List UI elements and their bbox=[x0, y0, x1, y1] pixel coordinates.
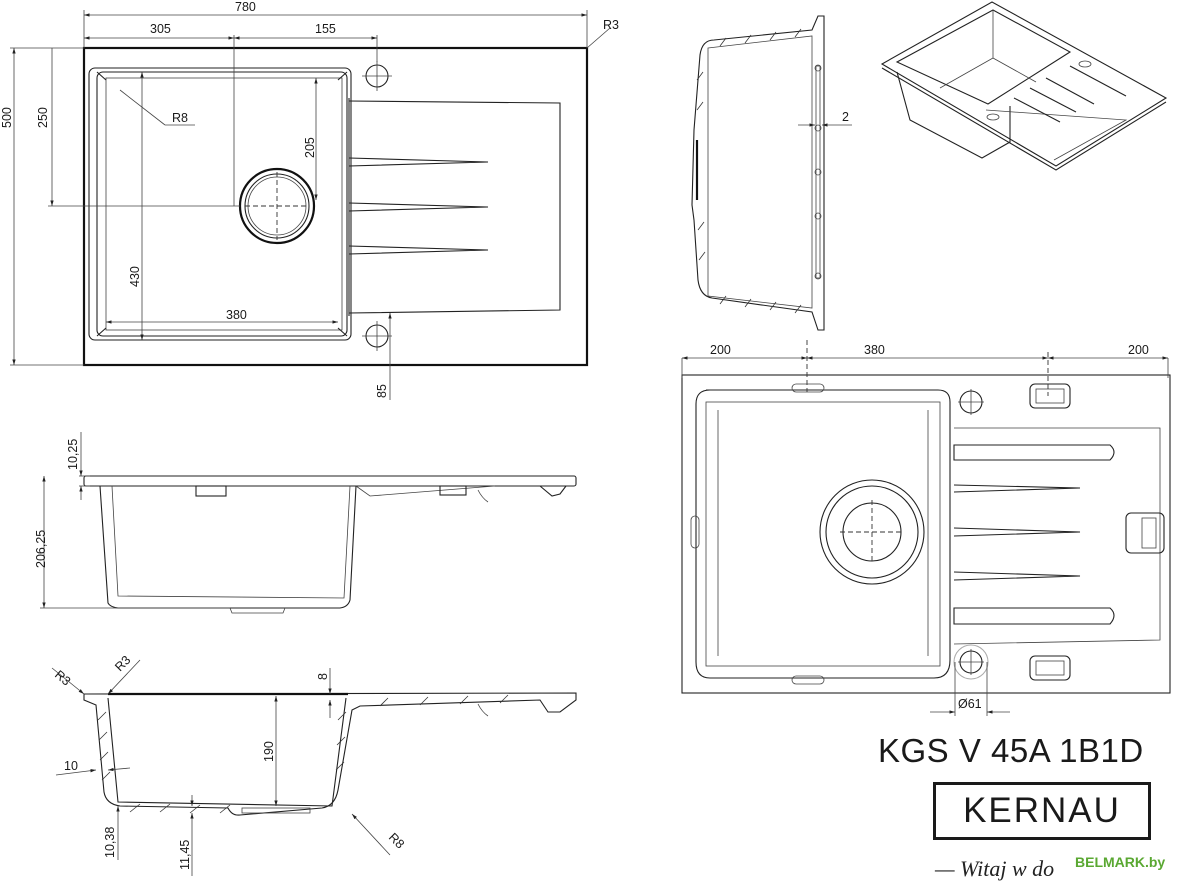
mounting-clip-icon bbox=[690, 515, 700, 549]
drain-groove bbox=[953, 444, 1115, 461]
dim-bowl-inner-depth: 430 bbox=[128, 266, 142, 287]
dim-rim-step: 8 bbox=[316, 673, 330, 680]
bottom-view: 200 380 200 Ø61 bbox=[681, 340, 1171, 716]
dim-total-height: 206,25 bbox=[34, 530, 48, 568]
tap-hole-icon bbox=[362, 61, 392, 91]
dim-bottom-radius: R8 bbox=[386, 830, 407, 851]
drain-icon bbox=[238, 167, 316, 245]
dim-tap-hole-offset: 155 bbox=[315, 22, 336, 36]
dim-wall-thickness: 10 bbox=[64, 759, 78, 773]
mounting-clip-icon bbox=[791, 675, 825, 685]
drainboard bbox=[348, 100, 561, 314]
drain-groove bbox=[348, 245, 489, 255]
sink-outline bbox=[82, 46, 589, 367]
dim-edge-radius-inner: R3 bbox=[112, 653, 133, 674]
watermark: BELMARK.by bbox=[1075, 854, 1166, 870]
dim-bottom-thickness-center: 11,45 bbox=[178, 840, 192, 870]
brand-name: KERNAU bbox=[963, 791, 1121, 830]
dim-overflow-offset: 85 bbox=[375, 384, 389, 398]
dim-drain-to-top: 205 bbox=[303, 137, 317, 158]
dim-middle-span: 380 bbox=[864, 343, 885, 357]
dim-drain-depth: 250 bbox=[36, 107, 50, 128]
dim-overall-width: 780 bbox=[235, 0, 256, 14]
bowl-rim bbox=[88, 67, 352, 341]
side-view: 10,25 206,25 bbox=[34, 432, 577, 614]
tap-hole-icon bbox=[958, 389, 984, 415]
dim-bowl-depth: 190 bbox=[262, 741, 276, 762]
isometric-view bbox=[880, 1, 1168, 171]
dim-deck-thickness: 10,25 bbox=[66, 439, 80, 470]
mounting-clip-icon bbox=[791, 383, 825, 393]
drain-groove bbox=[348, 157, 489, 167]
mounting-clip-icon bbox=[1029, 383, 1071, 409]
dim-tap-hole-diameter: Ø61 bbox=[958, 697, 982, 711]
dim-right-offset: 200 bbox=[1128, 343, 1149, 357]
tap-hole-icon bbox=[953, 644, 989, 680]
end-section: 2 bbox=[691, 15, 852, 331]
drain-groove bbox=[953, 484, 1081, 493]
tap-hole-icon bbox=[986, 113, 1000, 121]
mounting-clip-icon bbox=[1125, 512, 1165, 554]
tap-hole-icon bbox=[1078, 60, 1092, 68]
dim-bowl-radius: R8 bbox=[172, 111, 188, 125]
dim-bowl-center: 305 bbox=[150, 22, 171, 36]
drain-groove bbox=[953, 607, 1115, 625]
dim-clip-gap: 2 bbox=[842, 110, 849, 124]
mounting-clip-icon bbox=[1029, 655, 1071, 681]
brand-tagline: — Witaj w do bbox=[935, 856, 1055, 881]
dim-corner-radius: R3 bbox=[603, 18, 619, 32]
model-number: KGS V 45A 1B1D bbox=[878, 732, 1144, 769]
drain-groove bbox=[953, 527, 1081, 537]
top-view: 780 305 155 R3 500 250 R8 205 430 380 85 bbox=[0, 0, 619, 400]
dim-overall-depth: 500 bbox=[0, 107, 14, 128]
overflow-hole-icon bbox=[362, 321, 392, 351]
dim-left-offset: 200 bbox=[710, 343, 731, 357]
cross-section: R3 R3 8 190 10 10,38 11,45 R8 bbox=[51, 653, 577, 876]
dim-bowl-inner-width: 380 bbox=[226, 308, 247, 322]
brand-logo: KERNAU bbox=[933, 782, 1151, 840]
drain-groove bbox=[348, 202, 489, 212]
dim-bottom-thickness-left: 10,38 bbox=[103, 827, 117, 858]
drain-icon bbox=[819, 479, 925, 585]
drain-groove bbox=[953, 571, 1081, 581]
